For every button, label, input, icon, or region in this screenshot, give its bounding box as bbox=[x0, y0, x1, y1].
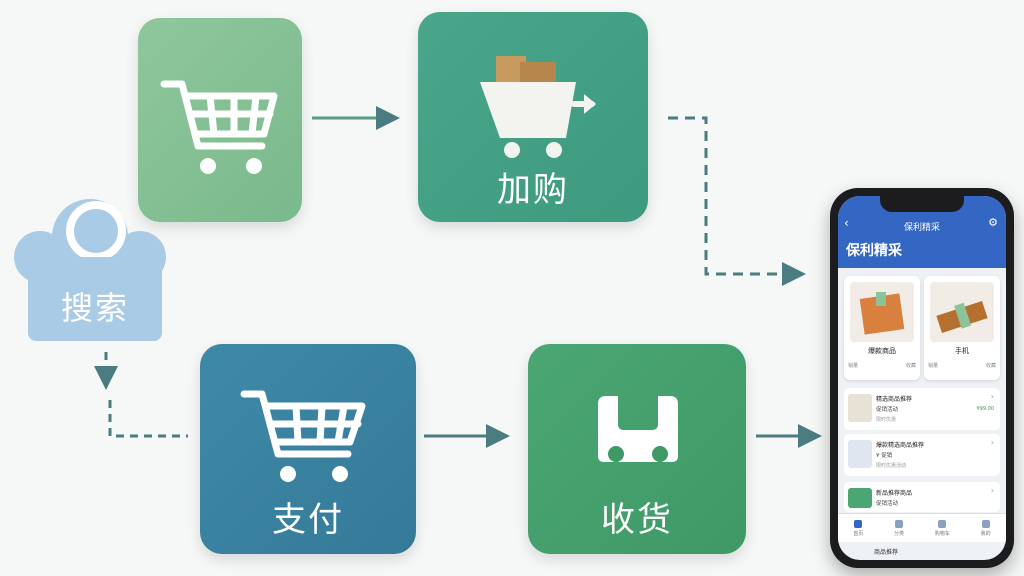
list-title: 新品推荐商品 bbox=[876, 490, 913, 497]
product-image bbox=[930, 282, 994, 342]
search-node: 搜索 bbox=[10, 195, 170, 345]
product-meta-left: 销量 bbox=[848, 363, 859, 369]
tab-home[interactable]: 首页 bbox=[853, 519, 864, 537]
product-card[interactable]: 爆款商品 销量 收藏 bbox=[844, 276, 920, 380]
delivery-vehicle-icon bbox=[598, 396, 678, 462]
tab-profile[interactable]: 我的 bbox=[980, 519, 991, 537]
product-card[interactable]: 手机 销量 收藏 bbox=[924, 276, 1000, 380]
product-meta: 销量 收藏 bbox=[848, 362, 916, 369]
list-foot: 限时优惠活动 bbox=[876, 463, 907, 469]
tab-cart[interactable]: 购物车 bbox=[934, 519, 950, 537]
delivery-cart-icon bbox=[240, 390, 366, 482]
chevron-right-icon: › bbox=[990, 486, 994, 495]
product-name: 爆款商品 bbox=[868, 347, 896, 355]
chevron-right-icon: › bbox=[990, 392, 994, 401]
tab-label: 我的 bbox=[980, 530, 991, 537]
list-price: ¥99.00 bbox=[976, 406, 995, 412]
list-item[interactable]: 新品推荐商品 促销活动 › bbox=[844, 482, 1000, 512]
list-sub: ¥ 促销 bbox=[876, 453, 893, 459]
phone-screen: ‹ 保利精采 ⚙ 保利精采 爆款商品 销量 收藏 手机 销量 收藏 精选商品推荐 促… bbox=[838, 196, 1006, 560]
tab-category[interactable]: 分类 bbox=[894, 519, 905, 537]
list-item[interactable]: 爆款精选商品推荐 ¥ 促销 限时优惠活动 › bbox=[844, 434, 1000, 476]
tab-label: 首页 bbox=[853, 530, 864, 537]
chevron-right-icon: › bbox=[990, 438, 994, 447]
phone-notch bbox=[880, 196, 964, 212]
list-item[interactable]: 精选商品推荐 促销活动 限时优惠 ¥99.00 › bbox=[844, 388, 1000, 430]
shopping-cart-node bbox=[138, 18, 302, 222]
product-meta-left: 销量 bbox=[928, 363, 939, 369]
list-thumb bbox=[848, 440, 872, 468]
category-icon bbox=[895, 519, 904, 528]
list-foot: 限时优惠 bbox=[876, 417, 897, 423]
search-node-body bbox=[28, 257, 162, 341]
list-thumb bbox=[848, 394, 872, 422]
arrow-add-to-phone bbox=[668, 116, 806, 286]
app-page-title: 保利精采 bbox=[846, 243, 902, 259]
phone-mockup: ‹ 保利精采 ⚙ 保利精采 爆款商品 销量 收藏 手机 销量 收藏 精选商品推荐 促… bbox=[830, 188, 1014, 568]
receive-label: 收货 bbox=[601, 500, 673, 540]
pay-label: 支付 bbox=[272, 500, 344, 540]
list-sub: 促销活动 bbox=[876, 407, 899, 413]
tab-label: 购物车 bbox=[934, 530, 950, 537]
add-to-cart-node: 加购 bbox=[418, 12, 648, 222]
footer-text: 商品推荐 bbox=[874, 549, 899, 556]
settings-icon[interactable]: ⚙ bbox=[988, 216, 998, 229]
back-icon[interactable]: ‹ bbox=[844, 216, 849, 230]
arrow-search-to-pay bbox=[108, 400, 188, 438]
cart-with-boxes-icon bbox=[480, 56, 596, 158]
product-name: 手机 bbox=[955, 347, 969, 355]
receive-node: 收货 bbox=[528, 344, 746, 554]
list-thumb bbox=[848, 488, 872, 508]
product-meta-right: 收藏 bbox=[985, 363, 996, 369]
app-nav-title: 保利精采 bbox=[903, 223, 940, 233]
cart-icon bbox=[938, 519, 947, 528]
product-meta: 销量 收藏 bbox=[928, 362, 996, 369]
list-title: 精选商品推荐 bbox=[876, 396, 913, 403]
pay-node: 支付 bbox=[200, 344, 416, 554]
product-image bbox=[850, 282, 914, 342]
shopping-cart-icon bbox=[160, 80, 278, 174]
home-icon bbox=[854, 519, 863, 528]
list-sub: 促销活动 bbox=[876, 501, 899, 507]
tab-bar: 首页 分类 购物车 我的 bbox=[838, 513, 1006, 542]
profile-icon bbox=[981, 519, 990, 528]
tab-label: 分类 bbox=[894, 530, 905, 537]
search-label: 搜索 bbox=[60, 289, 129, 327]
list-title: 爆款精选商品推荐 bbox=[876, 442, 925, 449]
add-to-cart-label: 加购 bbox=[497, 170, 569, 210]
product-meta-right: 收藏 bbox=[905, 363, 916, 369]
